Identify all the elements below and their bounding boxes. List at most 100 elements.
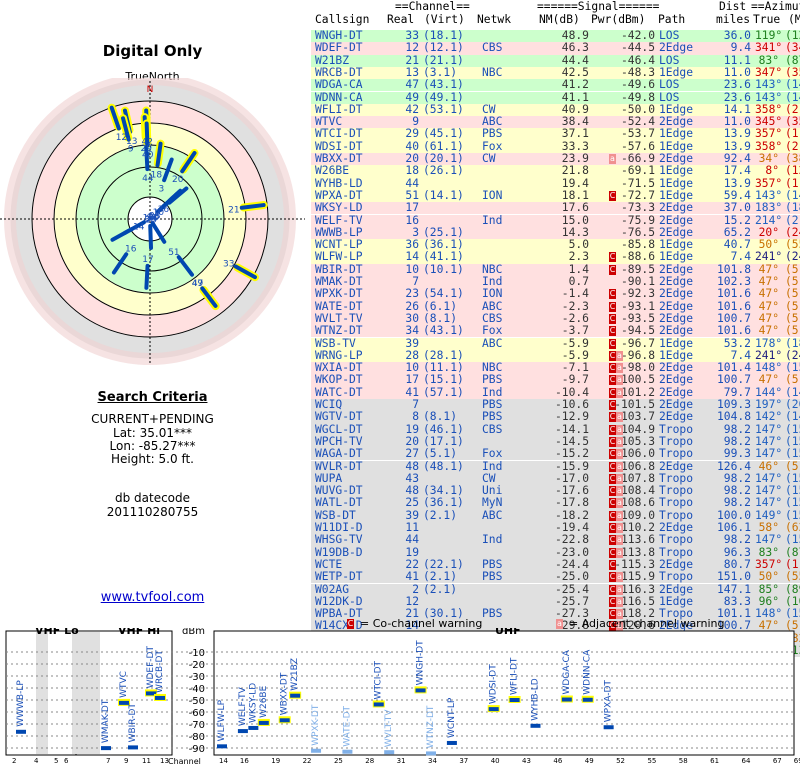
cell-cs[interactable]: WTCI-DT <box>315 127 363 141</box>
cell-cs[interactable]: WMAK-DT <box>315 275 363 288</box>
cell-cs[interactable]: WWWB-LP <box>315 225 363 239</box>
cell-cs[interactable]: WGTV-DT <box>315 410 363 424</box>
cell-cs[interactable]: WTNZ-DT <box>315 324 363 338</box>
cell-cs[interactable]: W02AG <box>315 582 350 596</box>
cell-cs[interactable]: WBIR-DT <box>315 262 363 276</box>
cell-cs[interactable]: WAGA-DT <box>315 447 363 461</box>
cell-cs[interactable]: WSB-TV <box>315 336 356 350</box>
cell-cs[interactable]: WETP-DT <box>315 570 363 584</box>
cell-cs[interactable]: WLFW-LP <box>315 250 363 264</box>
cell-cs[interactable]: WTVC <box>315 115 343 129</box>
cell-cs[interactable]: WPXK-DT <box>315 287 363 301</box>
cell-cs[interactable]: WRCB-DT <box>315 65 363 79</box>
cell-cs[interactable]: W26BE <box>315 164 350 178</box>
table-row[interactable]: WRNG-LP28(28.1)-5.9-96.81Edge7.4241°(245… <box>311 348 800 363</box>
cell-cs[interactable]: WKOP-DT <box>315 373 363 387</box>
cell-cs[interactable]: WDGA-CA <box>315 78 363 92</box>
cell-cs[interactable]: W11DI-D <box>315 521 363 534</box>
cell-cs[interactable]: WHSG-TV <box>315 533 363 547</box>
cell-cs[interactable]: WCTE <box>315 557 343 571</box>
cell-cs[interactable]: WXIA-DT <box>315 361 363 375</box>
cell-cs[interactable]: WCIQ <box>315 398 343 411</box>
cell-cs[interactable]: WNGH-DT <box>315 29 363 42</box>
cell-cs[interactable]: WATL-DT <box>315 496 363 510</box>
cell-cs[interactable]: WGCL-DT <box>315 422 363 436</box>
cell-cs[interactable]: WFLI-DT <box>315 102 363 116</box>
cell-cs[interactable]: WSB-DT <box>315 508 356 522</box>
website-link[interactable]: www.tvfool.com <box>100 590 205 605</box>
cell-cs[interactable]: W12DK-D <box>315 594 363 608</box>
table-row[interactable]: WLFW-LP14(41.1)2.3-88.61Edge7.4241°(245°… <box>311 250 800 264</box>
table-row[interactable]: WHSG-TV44Ind-22.8-113.6Tropo98.2147°(151… <box>311 533 800 547</box>
cell-cs[interactable]: WUVG-DT <box>315 484 363 498</box>
cell-cs[interactable]: WVLT-TV <box>315 311 363 325</box>
cell-cs[interactable]: WPCH-TV <box>315 434 363 448</box>
table-row[interactable]: WDGA-CA47(43.1)41.2-49.6LOS23.6143°(147°… <box>311 78 800 92</box>
cell-cs[interactable]: WPBA-DT <box>315 607 363 621</box>
cell-cs[interactable]: WELF-TV <box>315 213 363 227</box>
cell-cs[interactable]: WBXX-DT <box>315 152 363 165</box>
cell-cs[interactable]: WKSY-LD <box>315 201 363 215</box>
cell-cs[interactable]: WATC-DT <box>315 385 363 399</box>
cell-net: CBS <box>482 41 503 55</box>
cell-magn: (147°) <box>785 90 800 104</box>
cell-cs[interactable]: WVLR-DT <box>315 459 363 473</box>
cell-net: ABC <box>482 508 503 522</box>
cell-cs[interactable]: WRNG-LP <box>315 348 363 362</box>
cell-cs[interactable]: WDEF-DT <box>315 41 363 55</box>
cell-cs[interactable]: W19DB-D <box>315 545 363 559</box>
cell-cs[interactable]: WCNT-LP <box>315 238 363 252</box>
table-row[interactable]: WDNN-CA49(49.1)41.1-49.8LOS23.6143°(147°… <box>311 90 800 104</box>
cell-cs[interactable]: WDNN-CA <box>315 90 363 104</box>
cell-cs[interactable]: WYHB-LD <box>315 176 363 190</box>
cell-cs[interactable]: WDSI-DT <box>315 139 363 153</box>
table-row[interactable]: WNGH-DT33(18.1)48.9-42.0LOS36.0119°(123°… <box>311 29 800 43</box>
cell-cs[interactable]: WPXA-DT <box>315 188 363 202</box>
cell-cs[interactable]: WATE-DT <box>315 299 363 313</box>
cell-cs[interactable]: WUPA <box>315 471 343 485</box>
cell-cs[interactable]: W21BZ <box>315 53 350 67</box>
